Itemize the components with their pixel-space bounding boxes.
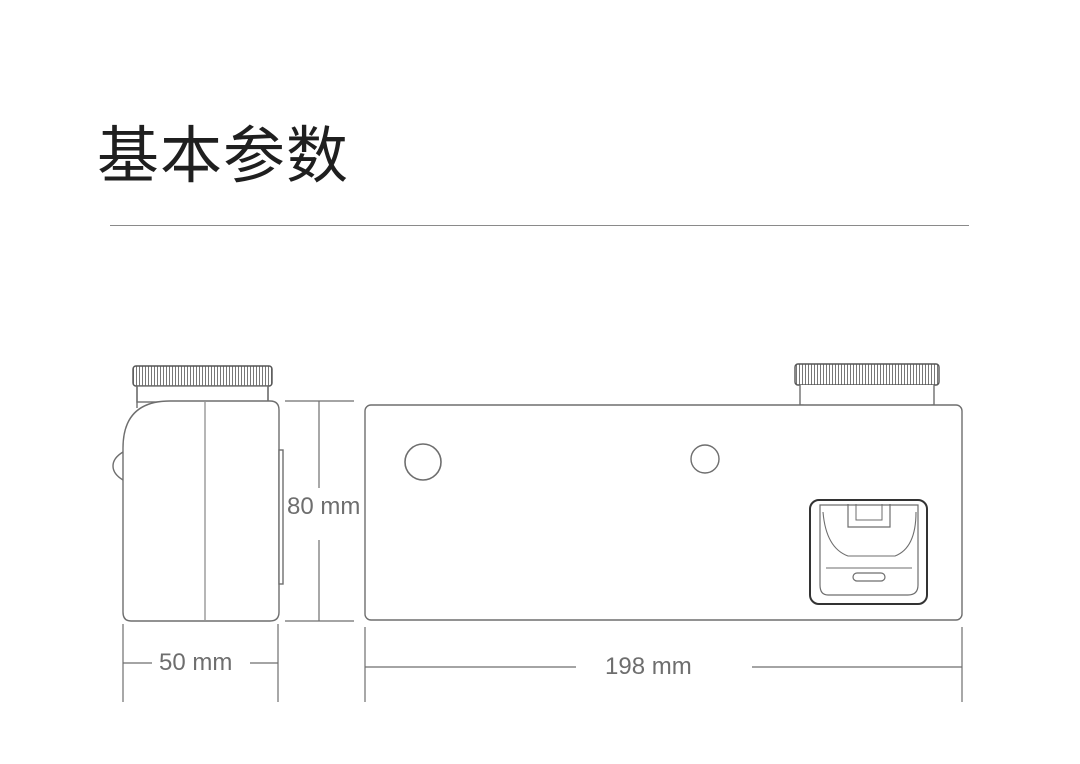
side-view-button: [112, 451, 124, 481]
side-view-back-plate: [278, 449, 284, 585]
height-dimension: [285, 400, 354, 622]
length-dimension-label: 198 mm: [605, 653, 692, 680]
width-dimension: [122, 624, 279, 702]
front-view: [364, 363, 963, 621]
side-view-body: [122, 400, 280, 622]
front-view-large-hole: [404, 443, 442, 481]
width-dimension-label: 50 mm: [159, 649, 232, 676]
side-view: [112, 365, 284, 622]
page-title: 基本参数: [97, 119, 350, 192]
title-divider: [110, 225, 969, 226]
length-dimension: [364, 627, 963, 702]
front-view-dispenser-module: [809, 499, 928, 605]
height-dimension-label: 80 mm: [287, 493, 360, 520]
front-view-small-hole: [690, 444, 720, 474]
side-view-knurled-cap: [132, 365, 273, 408]
